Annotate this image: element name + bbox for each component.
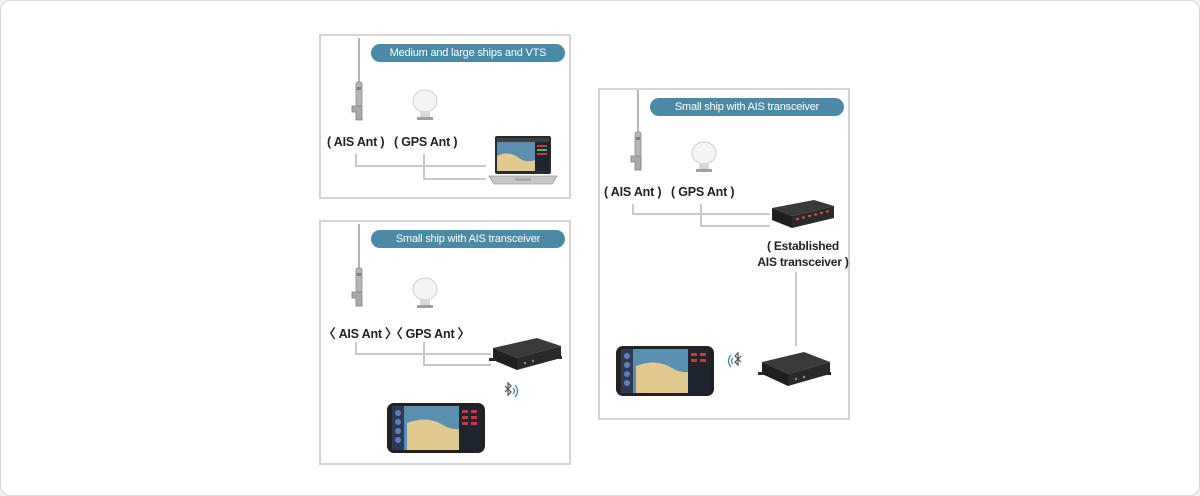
smartphone-icon (387, 403, 485, 453)
connection-wires (355, 154, 486, 180)
gps-antenna-icon (691, 141, 717, 172)
ais-antenna-label: ( AIS Ant ) (604, 185, 662, 199)
laptop-icon (488, 136, 558, 185)
smartphone-icon (616, 346, 714, 396)
transceiver-label-line1: ( Established (766, 239, 840, 253)
panel-title: Medium and large ships and VTS (371, 44, 565, 62)
bluetooth-wireless-icon (504, 381, 519, 398)
panel-title: Small ship with AIS transceiver (371, 230, 565, 248)
panel-title: Small ship with AIS transceiver (650, 98, 844, 116)
ais-transceiver-box-icon (489, 338, 562, 370)
bluetooth-wireless-icon (727, 351, 742, 368)
gps-antenna-icon (412, 277, 438, 308)
established-ais-transceiver-icon (772, 200, 834, 228)
ais-transceiver-box-icon (758, 352, 831, 386)
gps-antenna-icon (412, 89, 438, 120)
gps-antenna-label: ( GPS Ant ) (394, 135, 458, 149)
transceiver-label-line2: AIS transceiver ) (757, 255, 849, 269)
panel-medium-large-ships: Medium and large ships and VTS ( AIS Ant… (319, 34, 571, 199)
ais-antenna-label: 〈 AIS Ant 〉 (323, 327, 398, 341)
ais-antenna-label: ( AIS Ant ) (327, 135, 385, 149)
connection-wires (632, 204, 797, 346)
transceiver-label: ( Established AIS transceiver ) (748, 238, 858, 270)
ais-antenna-icon (351, 38, 363, 121)
gps-antenna-label: ( GPS Ant ) (671, 185, 735, 199)
panel-small-ship-established: Small ship with AIS transceiver ( AIS An… (598, 88, 850, 420)
ais-antenna-icon (351, 224, 363, 307)
ais-antenna-icon (630, 90, 642, 171)
panel-small-ship-bluetooth: Small ship with AIS transceiver 〈 AIS An… (319, 220, 571, 465)
gps-antenna-label: 〈 GPS Ant 〉 (390, 327, 470, 341)
connection-wires (355, 342, 491, 366)
